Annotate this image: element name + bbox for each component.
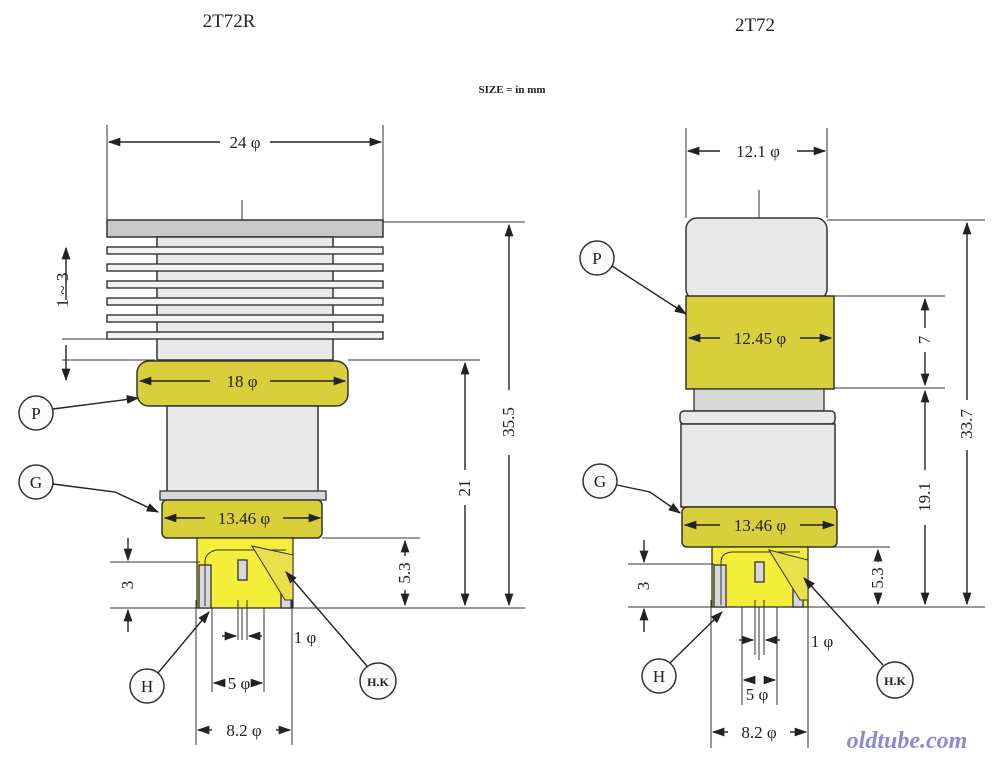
right-plate-band: [685, 295, 835, 390]
left-dim-inner-diameter: 5 φ: [228, 674, 251, 693]
left-dim-outer-diameter: 8.2 φ: [226, 721, 262, 740]
title-left: 2T72R: [203, 11, 256, 32]
right-top-cap: [685, 217, 828, 301]
left-label-heater: H: [141, 677, 153, 696]
right-flange: [679, 410, 836, 425]
left-label-plate-circle: [18, 395, 54, 431]
right-heater-wire: [720, 551, 800, 605]
right-dim-grid-height: 19.1: [915, 482, 934, 512]
right-label-plate-circle: [579, 240, 615, 276]
left-cooling-fins: [106, 246, 384, 340]
left-dim-pin-diameter: 1 φ: [294, 628, 317, 647]
right-dim-inner-diameter: 5 φ: [746, 685, 769, 704]
title-right: 2T72: [735, 15, 775, 36]
right-neck: [693, 388, 825, 412]
left-dim-fin-pitch: 1 ~ 3: [53, 273, 72, 308]
left-label-grid-circle: [18, 464, 54, 500]
left-center-pin: [237, 559, 248, 581]
right-dim-pin-diameter: 1 φ: [811, 632, 834, 651]
left-dim-heater-height: 5.3: [395, 562, 414, 583]
left-dim-grid-diameter: 13.46 φ: [218, 509, 271, 528]
right-dim-plate-height: 7: [915, 335, 934, 344]
left-hk-lead: [250, 545, 294, 601]
right-dim-pin-length: 3: [634, 582, 653, 591]
left-label-hk-circle: [359, 662, 397, 700]
left-label-hk: H.K: [367, 675, 389, 689]
right-dim-grid-diameter: 13.46 φ: [734, 516, 787, 535]
watermark: oldtube.com: [847, 728, 968, 754]
right-dim-plate-diameter: 12.45 φ: [734, 329, 787, 348]
right-pin-left: [713, 564, 727, 608]
right-dim-total-height: 33.7: [957, 409, 976, 439]
right-label-grid: G: [594, 472, 606, 491]
right-label-hk: H.K: [884, 674, 906, 688]
right-label-heater-circle: [641, 658, 677, 694]
left-tube: 24 φ 1 ~ 3 18 φ 13.46 φ 35.5 21 5.3: [18, 125, 525, 745]
left-dim-overall-diameter: 24 φ: [229, 133, 260, 152]
right-label-hk-circle: [876, 661, 914, 699]
left-dim-plate-diameter: 18 φ: [226, 372, 257, 391]
right-label-plate: P: [592, 249, 601, 268]
left-grid-seat: [159, 490, 327, 501]
size-note: SIZE = in mm: [478, 84, 545, 96]
right-dim-outer-diameter: 8.2 φ: [741, 723, 777, 742]
left-label-heater-circle: [129, 668, 165, 704]
left-top-plate: [106, 219, 384, 238]
right-label-grid-circle: [582, 463, 618, 499]
right-dim-body-diameter: 12.1 φ: [736, 142, 780, 161]
left-dim-pin-length: 3: [118, 581, 137, 590]
right-center-pin: [754, 561, 765, 583]
right-ceramic-body: [680, 423, 836, 508]
left-ceramic-body: [166, 405, 319, 497]
right-dim-heater-height: 5.3: [868, 567, 887, 588]
right-label-heater: H: [653, 667, 665, 686]
left-dim-total-height: 35.5: [499, 407, 518, 437]
left-label-plate: P: [31, 404, 40, 423]
right-tube: 12.1 φ 12.45 φ 13.46 φ 33.7 7 19.1 5.3: [579, 128, 985, 748]
left-label-grid: G: [30, 473, 42, 492]
left-dim-grid-height: 21: [455, 480, 474, 497]
left-heater-wire: [204, 549, 286, 606]
